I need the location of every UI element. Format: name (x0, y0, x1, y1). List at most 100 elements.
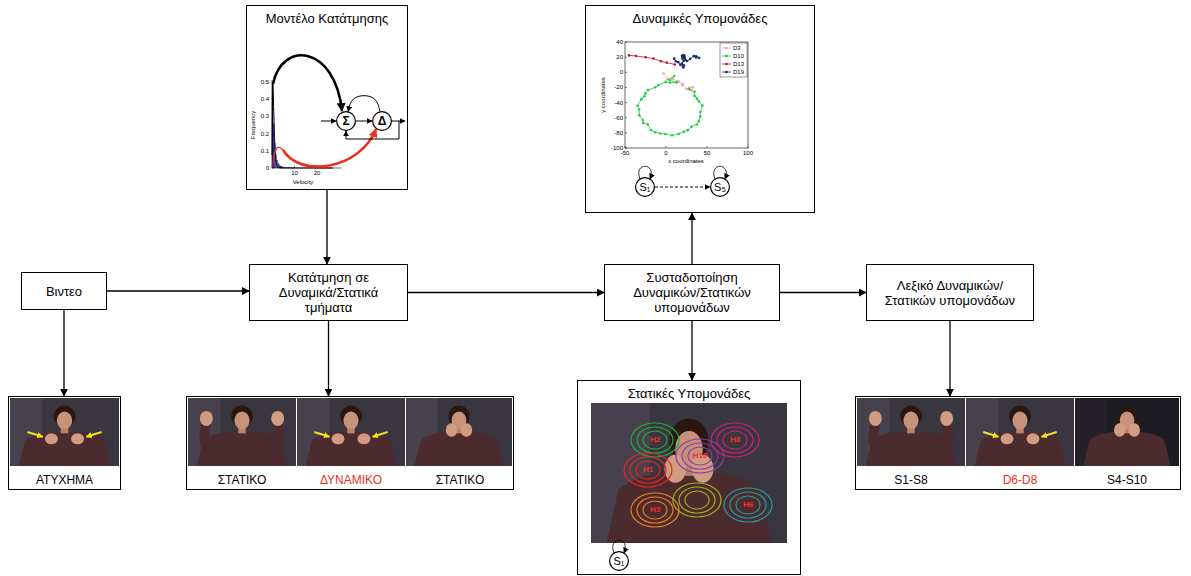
axis-tick: 0 (620, 69, 623, 75)
trajectory-point (696, 97, 699, 100)
gaussian-contour (673, 483, 721, 517)
legend-text: D13 (733, 61, 744, 67)
legend-sample (722, 64, 731, 65)
process-box: Βιντεο (21, 272, 107, 310)
trajectory-point (690, 125, 693, 128)
gaussian-contour (630, 457, 666, 483)
trajectory-point (660, 60, 663, 63)
hand (45, 433, 58, 444)
motion-arrow (27, 432, 42, 437)
hand (869, 411, 882, 426)
photo-panel: ΑΤΥΧΗΜΑ (8, 396, 121, 490)
torso (607, 473, 772, 543)
process-label: Κατάτμηση σε Δυναμικά/Στατικά τμήματα (258, 270, 399, 315)
hand (940, 411, 953, 426)
trajectory-point (659, 132, 662, 135)
process-label: Συσταδοποίηση Δυναμικών/Στατικών υπομονά… (613, 270, 771, 315)
tick-mark (625, 132, 627, 133)
trajectory-point (683, 55, 686, 58)
state-circle: S₁ (609, 551, 629, 571)
legend-sample (725, 71, 728, 74)
trajectory-point (688, 88, 691, 91)
trajectory-point (681, 83, 684, 86)
trajectory-point (635, 55, 638, 58)
flow-arrow (691, 213, 692, 264)
photo-background (591, 403, 787, 543)
input-wire (321, 121, 336, 122)
static-panel: S₁ Στατικές Υπομονάδες (577, 380, 801, 575)
tick-mark (272, 133, 274, 134)
node-symbol: Σ (342, 115, 349, 127)
trajectory-line (637, 76, 702, 135)
torso (19, 432, 111, 466)
trajectory-point (662, 72, 665, 75)
tick-mark (625, 57, 627, 58)
sign-photo (591, 403, 787, 543)
gaussian-contour (724, 488, 772, 522)
photo-background (188, 398, 296, 466)
trajectory-point (685, 88, 688, 91)
trajectory-line (674, 55, 699, 67)
motion-arrow (1042, 432, 1057, 437)
model-panel: ΣΔΜοντέλο Κατάτμησης (246, 5, 408, 190)
axis-title: x coordinates (668, 158, 704, 164)
sign-photo (297, 398, 405, 466)
panel-title: Δυναμικές Υπομονάδες (586, 11, 814, 26)
flow-arrow (949, 321, 950, 396)
trajectory-point (647, 89, 650, 92)
photo-background (297, 398, 405, 466)
trajectory-point (642, 122, 645, 125)
hand (271, 411, 284, 426)
face (343, 412, 358, 430)
photo-caption: S1-S8 (857, 472, 965, 488)
trajectory-point (683, 64, 686, 67)
tick-mark (272, 150, 274, 151)
panel-title: Στατικές Υπομονάδες (578, 386, 800, 401)
gaussian-contour (643, 431, 667, 449)
arm (425, 434, 451, 445)
arm (1134, 434, 1160, 445)
flow-arrow (107, 290, 249, 291)
trajectory-plot (625, 42, 748, 148)
sign-photo (857, 398, 965, 466)
arm (466, 434, 492, 445)
photo-background (1075, 398, 1179, 466)
trajectory-point (664, 81, 667, 84)
flow-arrow (655, 187, 710, 188)
axis-tick: 0 (266, 165, 269, 171)
cluster-label: H10 (693, 452, 708, 460)
motion-arrow (314, 432, 329, 437)
tick-mark (625, 87, 627, 88)
circle-shape (610, 552, 629, 571)
axis-tick: -60 (614, 115, 623, 121)
tick-mark (707, 146, 708, 148)
arm (1094, 434, 1120, 445)
trajectory-point (673, 63, 676, 66)
trajectory-point (692, 55, 695, 58)
axis-tick: 0.3 (261, 113, 269, 119)
tick-mark (272, 116, 274, 117)
sign-photo (188, 398, 296, 466)
hand (357, 433, 370, 444)
photo-caption: D6-D8 (966, 472, 1074, 488)
circle-shape (373, 112, 392, 131)
model-link (283, 129, 376, 167)
dynamic-panel: S₁S₅Δυναμικές Υπομονάδες (585, 5, 815, 213)
legend-sample (725, 47, 728, 50)
node-symbol: S₁ (613, 556, 624, 567)
axis-title: Frequency (250, 111, 256, 139)
axis-tick: 0.4 (261, 96, 269, 102)
trajectory-point (677, 133, 680, 136)
gaussian-contour (688, 447, 712, 465)
sign-photo (406, 398, 512, 466)
flow-arrow (63, 310, 64, 396)
trajectory-point (652, 57, 655, 60)
trajectory-point (654, 131, 657, 134)
flow-arrow (780, 292, 866, 293)
trajectory-point (689, 58, 692, 61)
trajectory-point (678, 80, 681, 83)
trajectory-point (644, 56, 647, 59)
flow-arrow (348, 96, 380, 112)
torso (414, 432, 503, 466)
torso (866, 432, 957, 466)
